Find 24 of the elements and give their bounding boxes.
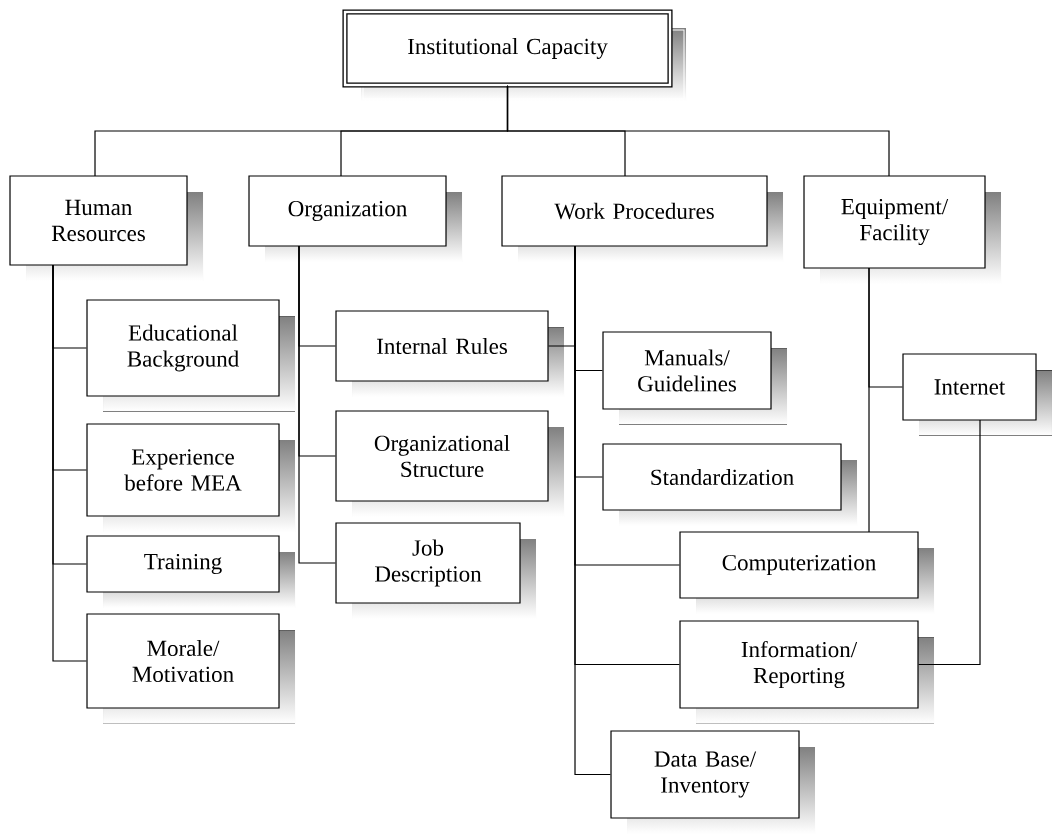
category-box: Human Resources (9, 175, 203, 281)
category-box: Job Description (335, 522, 536, 619)
category-box: Morale/ Motivation (86, 613, 295, 724)
category-box: Work Procedures (501, 175, 783, 262)
category-box: Computerization (679, 531, 934, 614)
category-box: Organizational Structure (335, 410, 564, 517)
category-box: Internet (902, 353, 1052, 436)
category-box: Equipment/ Facility (803, 175, 1001, 284)
category-box: Data Base/ Inventory (610, 730, 815, 834)
category-box: Information/ Reporting (679, 620, 934, 724)
title-box: Institutional Capacity (342, 9, 686, 101)
category-box: Educational Background (86, 299, 295, 412)
category-box: Manuals/ Guidelines (602, 331, 787, 425)
connector-line (918, 419, 981, 666)
connector-line (574, 245, 611, 776)
category-box: Experience before MEA (86, 423, 295, 532)
category-box: Internal Rules (335, 310, 564, 397)
connector-line (868, 267, 870, 533)
connector-line (506, 85, 890, 177)
category-box: Standardization (602, 443, 857, 526)
category-box: Training (86, 535, 295, 608)
connector-line (298, 245, 336, 564)
connector-line (52, 264, 87, 662)
category-box: Organization (248, 175, 462, 262)
